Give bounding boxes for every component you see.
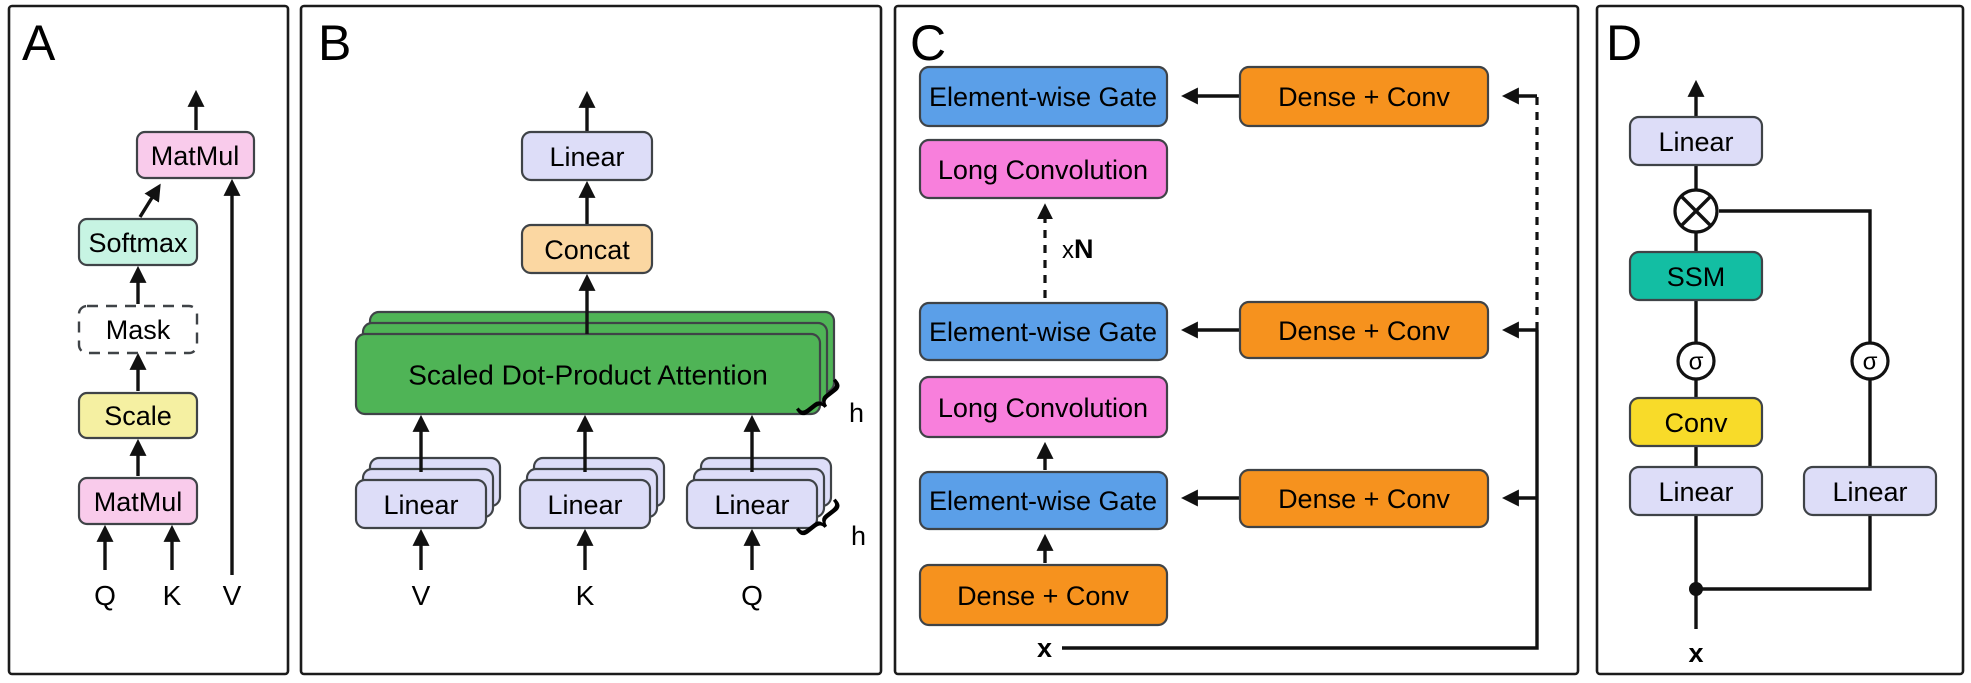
linear-out-label: Linear [1658, 127, 1733, 157]
conv-box [1628, 396, 1764, 448]
linear-left-box [1628, 465, 1764, 517]
branch-sigma-to-multiply-line [1719, 209, 1872, 343]
linear-left-label: Linear [1658, 477, 1733, 507]
gate-mid-label: Element-wise Gate [929, 317, 1157, 347]
linear-q-label: Linear [714, 490, 789, 520]
sigma-node-right [1850, 341, 1890, 381]
gate-top-label: Element-wise Gate [929, 82, 1157, 112]
multiply-x-icon [1680, 195, 1712, 227]
sigma-right-label: σ [1863, 349, 1878, 376]
branch-dot [1689, 582, 1703, 596]
attention-label: Scaled Dot-Product Attention [408, 360, 768, 391]
concat-label: Concat [544, 235, 630, 265]
dense-input-label: Dense + Conv [957, 581, 1129, 611]
skip-connection-solid [1062, 330, 1539, 650]
v-label: V [412, 580, 431, 611]
linear-right-label: Linear [1832, 477, 1907, 507]
longconv-bottom-box [918, 375, 1169, 439]
dense-mid-label: Dense + Conv [1278, 316, 1450, 346]
repeat-label: xN [1062, 234, 1094, 264]
scale-box [77, 391, 199, 440]
concat-box [520, 223, 654, 275]
linear-stack-q: Linear [685, 456, 833, 530]
linear-out-box [520, 130, 654, 182]
q-label: Q [741, 580, 763, 611]
sigma-node-left [1676, 341, 1716, 381]
panel-a-label: A [22, 15, 56, 71]
matmul-top-box [135, 130, 256, 180]
softmax-label: Softmax [88, 228, 188, 258]
matmul-bottom-box [77, 476, 199, 526]
sigma-left-label: σ [1689, 349, 1704, 376]
linear-stack-v: Linear [354, 456, 502, 530]
conv-label: Conv [1664, 408, 1728, 438]
gate-mid-box [918, 301, 1169, 362]
matmul-bottom-label: MatMul [94, 487, 183, 517]
mask-box [77, 304, 199, 355]
dense-low-label: Dense + Conv [1278, 484, 1450, 514]
panel-a: A MatMul Softmax Mask Scale MatMul Q K V [7, 4, 290, 676]
x-input-label: x [1037, 633, 1052, 663]
linear-right-box [1802, 465, 1938, 517]
linear-v-label: Linear [383, 490, 458, 520]
ssm-box [1628, 250, 1764, 302]
linear-stack-k: Linear [518, 456, 666, 530]
dense-top-label: Dense + Conv [1278, 82, 1450, 112]
linear-q-box [685, 478, 819, 530]
gate-bottom-box [918, 470, 1169, 531]
dense-input-box [918, 563, 1169, 627]
k-label: K [163, 580, 182, 611]
linear-out-label: Linear [549, 142, 624, 172]
q-label: Q [94, 580, 116, 611]
panel-d-border [1595, 4, 1965, 676]
x-input-label: x [1688, 638, 1703, 668]
panel-d-label: D [1606, 15, 1642, 71]
scale-label: Scale [104, 401, 172, 431]
softmax-to-matmul-arrow [138, 183, 161, 218]
matmul-top-label: MatMul [151, 141, 240, 171]
dense-mid-box [1238, 300, 1490, 360]
panel-d: D Linear SSM σ Conv Linear Linear σ [1595, 4, 1965, 676]
heads-count-linear: h [851, 521, 866, 551]
linear-v-box [354, 478, 488, 530]
k-label: K [576, 580, 595, 611]
heads-count-attention: h [849, 398, 864, 428]
softmax-box [77, 217, 199, 267]
longconv-bottom-label: Long Convolution [938, 393, 1148, 423]
panel-b-label: B [318, 15, 351, 71]
panel-c: C xN Element-wise Gate Long Convolution … [893, 4, 1580, 676]
longconv-top-label: Long Convolution [938, 155, 1148, 185]
ssm-label: SSM [1667, 262, 1726, 292]
v-label: V [223, 580, 242, 611]
dense-top-box [1238, 65, 1490, 128]
gate-top-box [918, 65, 1169, 128]
gate-bottom-label: Element-wise Gate [929, 486, 1157, 516]
panel-b: B Scaled Dot-Product Attention Linear Li… [299, 4, 883, 676]
linear-out-box [1628, 115, 1764, 167]
repeat-count: N [1074, 234, 1094, 264]
branch-from-input-line [1696, 515, 1872, 591]
longconv-top-box [918, 138, 1169, 200]
repeat-prefix: x [1062, 237, 1074, 264]
linear-k-label: Linear [547, 490, 622, 520]
linear-k-box [518, 478, 652, 530]
dense-low-box [1238, 468, 1490, 529]
mask-label: Mask [106, 315, 171, 345]
panel-c-label: C [910, 15, 946, 71]
